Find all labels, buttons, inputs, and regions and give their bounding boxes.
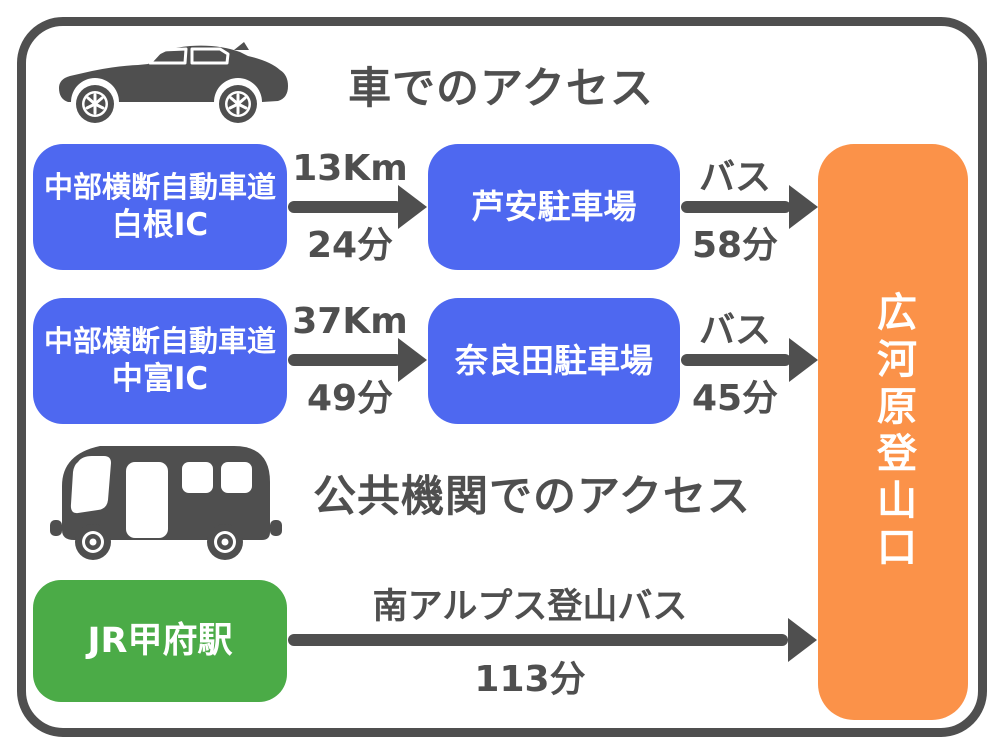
route2-start-line1: 中部横断自動車道: [43, 323, 276, 358]
route1-leg2-time: 58分: [691, 225, 779, 266]
route3-arrow-shaft: [288, 634, 788, 646]
route3-start-box: JR甲府駅: [33, 580, 287, 702]
car-front-wheel: [76, 85, 114, 123]
route2-leg1-distance: 37Km: [292, 301, 408, 342]
car-rear-wheel: [219, 85, 257, 123]
route2-leg1-arrow-head: [398, 338, 427, 382]
route2-via-label: 奈良田駐車場: [455, 340, 653, 380]
route1-start-box: 中部横断自動車道 白根IC: [33, 144, 287, 270]
route2-via-box: 奈良田駐車場: [428, 298, 680, 424]
route1-start-line1: 中部横断自動車道: [43, 169, 276, 204]
route2-start-line2: 中富IC: [111, 360, 209, 397]
route2-leg2-mode: バス: [698, 310, 771, 351]
route1-leg2-mode: バス: [698, 157, 771, 198]
route2-leg1-time: 49分: [306, 378, 394, 419]
route1-start-line2: 白根IC: [111, 206, 209, 243]
bus-icon: [50, 446, 282, 560]
route2-leg2-arrow-head: [789, 338, 818, 382]
route1-via-label: 芦安駐車場: [471, 186, 637, 226]
route1-leg2-arrow-head: [789, 185, 818, 229]
route2-leg2-time: 45分: [691, 378, 779, 419]
route3-start-label: JR甲府駅: [87, 620, 233, 661]
route3-arrow-head: [788, 618, 817, 662]
public-access-title: 公共機関でのアクセス: [313, 472, 751, 522]
route2-start-box: 中部横断自動車道 中富IC: [33, 298, 287, 424]
route1-leg1-time: 24分: [306, 225, 394, 266]
diagram-border-frame: [17, 17, 987, 737]
route3-time: 113分: [474, 659, 586, 700]
route1-via-box: 芦安駐車場: [428, 144, 680, 270]
route3-bus-name: 南アルプス登山バス: [372, 587, 688, 627]
car-icon: [59, 42, 288, 123]
destination-label: 広河原登山口: [870, 291, 916, 573]
route1-leg1-arrow-head: [398, 185, 427, 229]
bus-front-wheel: [75, 524, 111, 560]
car-access-title: 車でのアクセス: [348, 64, 654, 114]
route2-leg2-arrow-shaft: [681, 354, 791, 366]
route1-leg1-distance: 13Km: [292, 148, 408, 189]
route1-leg2-arrow-shaft: [681, 201, 791, 213]
bus-rear-wheel: [207, 524, 243, 560]
route1-leg1-arrow-shaft: [288, 201, 402, 213]
route2-leg1-arrow-shaft: [288, 354, 402, 366]
destination-box: 広河原登山口: [818, 144, 968, 720]
